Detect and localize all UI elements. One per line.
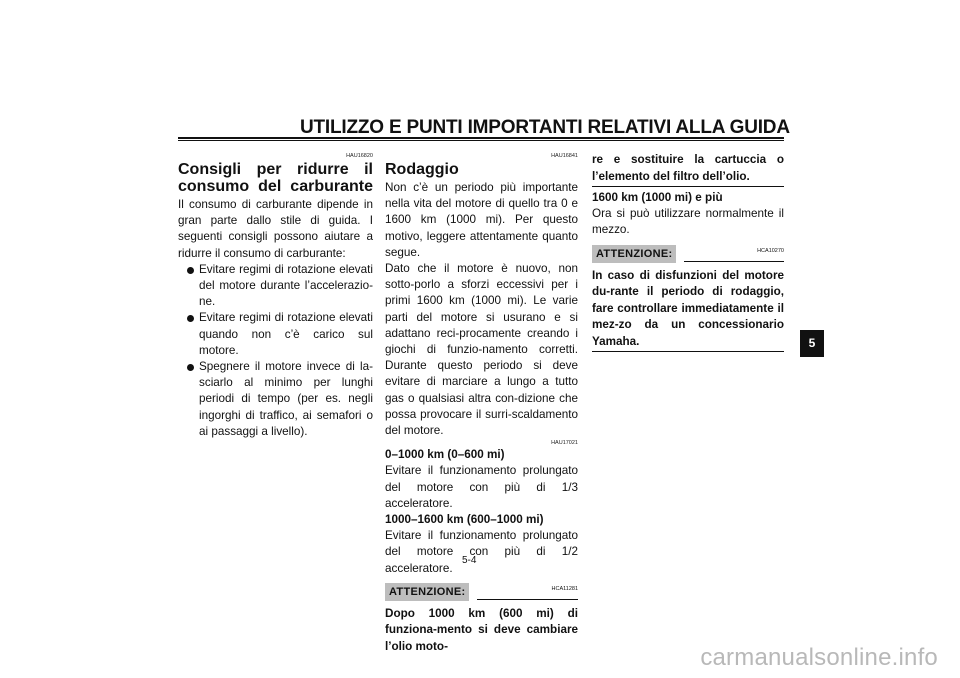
subheading-1000-1600: 1000–1600 km (600–1000 mi) <box>385 513 544 527</box>
caution-badge: ATTENZIONE: <box>385 582 470 602</box>
paragraph: Evitare il funzionamento prolungato del … <box>385 529 578 575</box>
section-heading-break-in: Rodaggio <box>385 161 459 178</box>
chapter-tab: 5 <box>800 330 824 357</box>
header-rule <box>178 137 784 141</box>
caution-rule <box>684 260 784 262</box>
bullet-icon <box>187 364 194 372</box>
caution-rule <box>477 598 578 600</box>
watermark: carmanualsonline.info <box>700 644 938 671</box>
caution-badge: ATTENZIONE: <box>592 244 677 263</box>
paragraph: Ora si può utilizzare normalmente il mez… <box>592 207 784 237</box>
paragraph: Evitare il funzionamento prolungato del … <box>385 464 578 510</box>
subheading-0-1000: 0–1000 km (0–600 mi) <box>385 448 505 462</box>
ref-code: HCA10270 <box>757 247 784 254</box>
caution-end-rule <box>592 351 784 353</box>
bullet-text: Spegnere il motore invece di la-sciarlo … <box>199 360 373 438</box>
section-heading-fuel: Consigli per ridurre il consumo del carb… <box>178 161 373 195</box>
bullet-text: Evitare regimi di rotazione elevati del … <box>199 262 373 309</box>
caution-text-continued: re e sostituire la cartuccia o l’element… <box>592 153 784 183</box>
caution-header: ATTENZIONE: HCA11281 <box>385 582 579 602</box>
paragraph: Dato che il motore è nuovo, non sotto-po… <box>385 262 578 438</box>
bullet-item: Spegnere il motore invece di la-sciarlo … <box>178 359 373 440</box>
caution-end-rule <box>592 186 784 187</box>
column-break-in-cont: re e sostituire la cartuccia o l’element… <box>592 152 784 353</box>
column-fuel-tips: HAU16820 Consigli per ridurre il consumo… <box>178 152 373 440</box>
ref-code: HAU16841 <box>551 153 578 159</box>
subheading-1600-plus: 1600 km (1000 mi) e più <box>592 191 723 204</box>
bullet-text: Evitare regimi di rotazione elevati quan… <box>199 311 373 357</box>
ref-code: HAU16820 <box>346 153 373 159</box>
caution-text: In caso di disfunzioni del motore du-ran… <box>592 268 784 348</box>
page-number: 5-4 <box>462 555 477 566</box>
ref-code: HAU17021 <box>551 440 578 447</box>
bullet-item: Evitare regimi di rotazione elevati quan… <box>178 310 373 359</box>
column-break-in: HAU16841 Rodaggio Non c’è un periodo più… <box>385 152 578 655</box>
intro-paragraph: Il consumo di carburante dipende in gran… <box>178 198 373 260</box>
paragraph: Non c’è un periodo più importante nella … <box>385 181 578 259</box>
caution-header: ATTENZIONE: HCA10270 <box>592 244 784 263</box>
bullet-icon <box>187 266 194 274</box>
caution-text: Dopo 1000 km (600 mi) di funziona-mento … <box>385 606 578 653</box>
bullet-icon <box>187 315 194 323</box>
ref-code: HCA11281 <box>551 585 579 592</box>
bullet-item: Evitare regimi di rotazione elevati del … <box>178 262 373 311</box>
page-header-title: UTILIZZO E PUNTI IMPORTANTI RELATIVI ALL… <box>300 117 790 138</box>
